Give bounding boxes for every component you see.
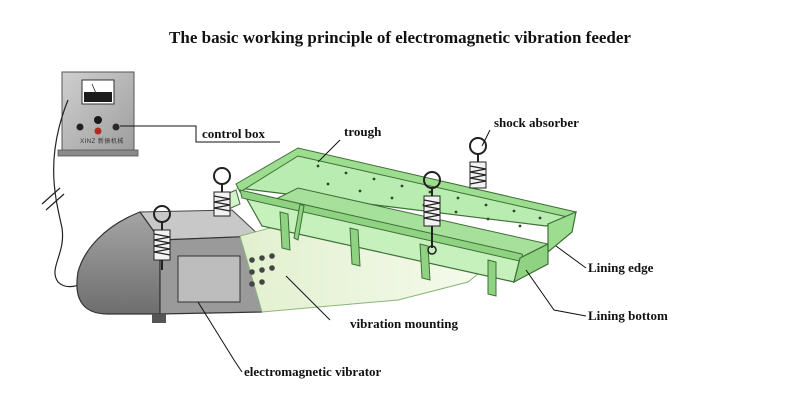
control-box [57,71,139,157]
meter-gauge [81,79,115,105]
label-vibration-mounting: vibration mounting [350,316,458,331]
indicator-light-icon [76,123,84,131]
knob-icon [94,116,102,124]
power-button-icon [94,127,102,135]
trough [217,147,577,297]
label-lining-edge: Lining edge [588,260,654,275]
cable-break-mark [41,187,61,205]
mounting-bolts [249,253,275,287]
label-electromagnetic-vibrator: electromagnetic vibrator [244,364,382,379]
vibrator-inspection-plate [177,255,241,303]
mounting-bolt [152,314,166,323]
shock-absorber-rear [153,205,171,270]
switch-icon [112,123,120,131]
control-box-brand: XINZ 新振机械 [80,139,124,145]
cable-break-mark [45,193,65,211]
shock-absorber-front [469,137,487,189]
leader-lines [120,125,587,373]
label-control-box: control box [202,126,265,141]
power-cable [53,99,87,288]
label-trough: trough [344,124,382,139]
page-title: The basic working principle of electroma… [169,28,631,47]
vibrator-housing [76,209,263,323]
label-lining-bottom: Lining bottom [588,308,668,323]
shock-absorber-rear-top [213,167,231,217]
shock-absorber-middle [423,171,441,255]
label-shock-absorber: shock absorber [494,115,579,130]
